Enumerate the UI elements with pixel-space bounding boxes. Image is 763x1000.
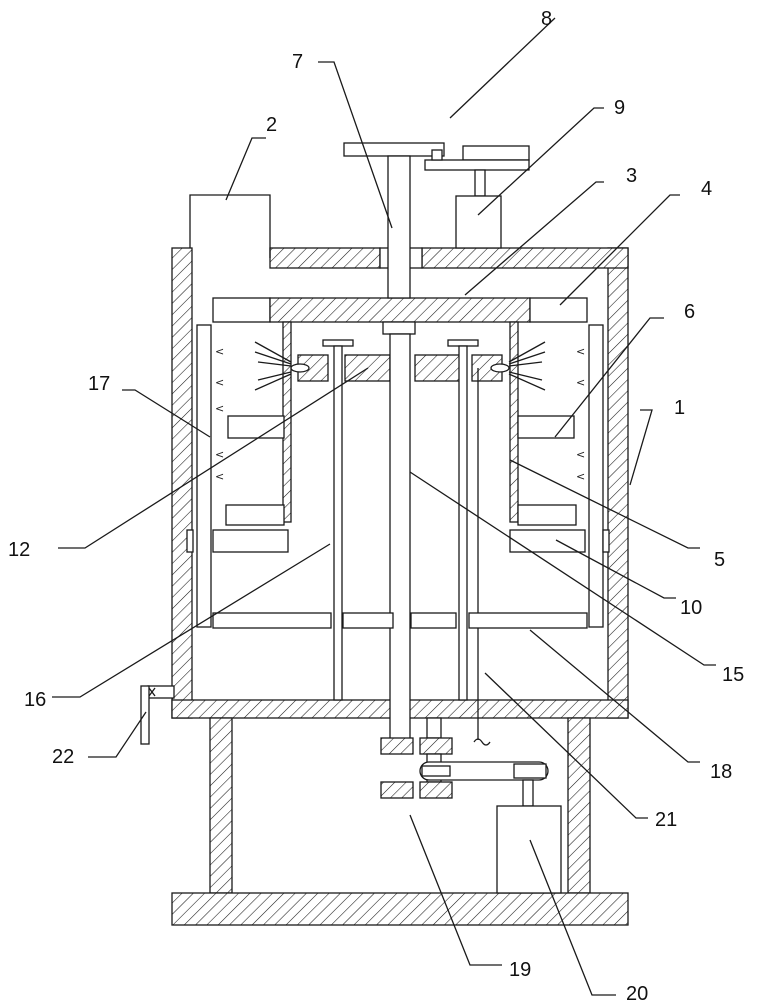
belt-pulley-right [513, 763, 547, 779]
shaft-lower [389, 333, 411, 740]
plate-seg-a [212, 612, 332, 629]
motor-shaft-20 [522, 779, 534, 807]
belt-pulley-left [421, 765, 451, 777]
right-wall [607, 247, 629, 719]
drain-valve [140, 685, 175, 745]
gear-upper-left [380, 737, 414, 755]
cover-right-block [529, 297, 588, 323]
svg-text:<: < [576, 376, 585, 389]
label-5: 5 [714, 549, 725, 571]
top-motor-9 [455, 195, 502, 249]
svg-text:<: < [215, 402, 224, 415]
motor-pulley [462, 145, 530, 161]
gear-drive [380, 717, 549, 799]
right-drum-wall [588, 324, 604, 628]
svg-text:<: < [576, 345, 585, 358]
belt-clip [431, 149, 443, 161]
left-nozzle [290, 363, 310, 373]
nozzle-bar-right-a [414, 354, 461, 382]
plate-seg-b [342, 612, 394, 629]
label-22: 22 [52, 746, 74, 768]
label-17: 17 [88, 373, 110, 395]
left-upper-block [227, 415, 285, 439]
left-scraper-10 [212, 529, 289, 553]
top-pulley [343, 142, 445, 157]
top-wall-right [421, 247, 629, 269]
right-rod [458, 345, 468, 701]
right-rod-cap [447, 339, 479, 347]
rod-21-spring [473, 738, 491, 746]
label-7: 7 [292, 51, 303, 73]
cover-left-block [212, 297, 271, 323]
svg-text:<: < [215, 345, 224, 358]
svg-text:<: < [576, 448, 585, 461]
top-motor-assembly [424, 145, 530, 249]
central-shaft [343, 142, 445, 740]
spray-nozzles [254, 341, 546, 391]
right-scraper-10 [509, 529, 586, 553]
inlet-hopper [189, 194, 271, 258]
right-guide [602, 529, 610, 553]
plate-seg-c [410, 612, 457, 629]
label-20: 20 [626, 983, 648, 1000]
nozzle-bar-left-a [297, 354, 329, 382]
right-basket-wall [509, 321, 519, 523]
right-upper-block [517, 415, 575, 439]
label-19: 19 [509, 959, 531, 981]
gear-lower-left [380, 781, 414, 799]
bottom-plate [212, 612, 588, 629]
label-3: 3 [626, 165, 637, 187]
svg-text:<: < [215, 376, 224, 389]
vertical-rods [322, 339, 491, 746]
motor-body-20 [496, 805, 562, 894]
airflow-arrows: < < < < < < < < < [215, 345, 585, 483]
label-9: 9 [614, 97, 625, 119]
base-plate [171, 892, 629, 926]
leader-lines [52, 17, 716, 996]
belt-plate [424, 159, 530, 171]
label-18: 18 [710, 761, 732, 783]
gear-stem [426, 717, 442, 739]
motor-stem [474, 169, 486, 197]
part-labels: 1 2 3 4 5 6 7 8 9 10 12 15 16 17 18 19 2… [8, 8, 744, 1000]
label-10: 10 [680, 597, 702, 619]
left-lower-block [225, 504, 285, 526]
label-6: 6 [684, 301, 695, 323]
label-4: 4 [701, 178, 712, 200]
support-stand [171, 717, 629, 926]
plate-seg-d [468, 612, 588, 629]
svg-text:<: < [215, 448, 224, 461]
inner-baskets [212, 321, 586, 553]
right-leg [567, 717, 591, 894]
label-1: 1 [674, 397, 685, 419]
svg-text:<: < [215, 470, 224, 483]
right-lower-block [517, 504, 577, 526]
gear-lower-right [419, 781, 453, 799]
left-wall [171, 247, 193, 719]
label-21: 21 [655, 809, 677, 831]
bottom-motor [496, 779, 562, 894]
label-12: 12 [8, 539, 30, 561]
top-wall-left [269, 247, 381, 269]
cover-plate [212, 297, 588, 323]
left-rod-cap [322, 339, 354, 347]
label-16: 16 [24, 689, 46, 711]
shaft-collar [382, 321, 416, 335]
gear-upper-right [419, 737, 453, 755]
right-nozzle [490, 363, 510, 373]
label-15: 15 [722, 664, 744, 686]
svg-text:<: < [576, 470, 585, 483]
left-guide [186, 529, 194, 553]
left-leg [209, 717, 233, 894]
shaft-upper [387, 155, 411, 299]
label-8: 8 [541, 8, 552, 30]
label-2: 2 [266, 114, 277, 136]
valve-handle [140, 685, 150, 745]
cover-hatched [269, 297, 531, 323]
left-rod-16 [333, 345, 343, 701]
